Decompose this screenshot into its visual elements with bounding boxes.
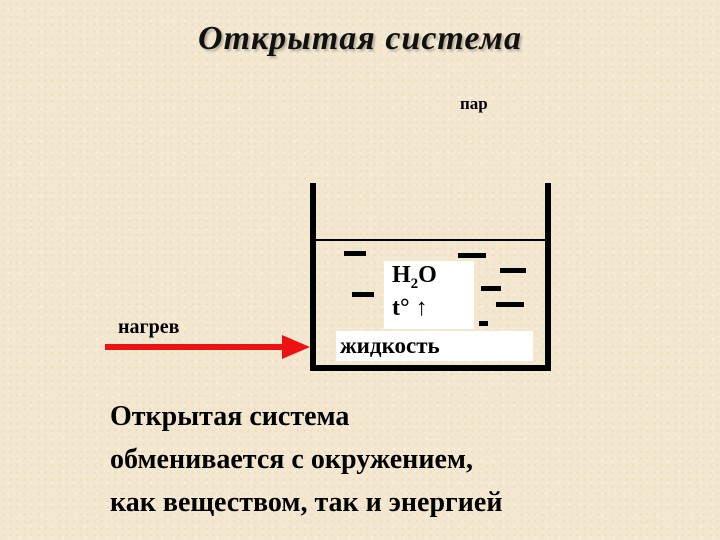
conclusion-text: Открытая система обменивается с окружени… xyxy=(110,395,502,524)
formula-o: O xyxy=(418,262,437,288)
temperature-rise-label: t° ↑ xyxy=(392,295,428,322)
heat-arrow-icon xyxy=(105,335,310,359)
molecule-dash xyxy=(500,268,526,273)
vessel-right-wall xyxy=(545,183,551,371)
temperature-symbol: t° xyxy=(392,295,410,321)
molecule-dash xyxy=(344,251,366,256)
vessel-left-wall xyxy=(310,183,316,371)
vessel-bottom xyxy=(310,365,551,371)
molecule-dash xyxy=(479,321,488,326)
molecule-dash xyxy=(352,292,374,297)
up-arrow-icon: ↑ xyxy=(415,295,428,321)
liquid-label-background xyxy=(336,331,533,361)
formula-h: H xyxy=(392,262,411,288)
molecule-dash xyxy=(496,302,524,307)
molecule-dash xyxy=(481,286,501,291)
label-background xyxy=(384,261,474,329)
conclusion-line: обменивается с окружением, xyxy=(110,444,473,475)
conclusion-line: Открытая система xyxy=(110,401,350,432)
liquid-label: жидкость xyxy=(340,333,440,358)
conclusion-line: как веществом, так и энергией xyxy=(110,487,503,518)
heating-label: нагрев xyxy=(118,316,180,338)
formula-subscript: 2 xyxy=(410,275,419,292)
vapor-label: пар xyxy=(460,94,488,113)
molecule-dash xyxy=(458,253,486,258)
heat-arrow-head xyxy=(282,335,310,359)
liquid-surface-line xyxy=(316,239,545,241)
water-formula: H2O xyxy=(392,262,437,293)
slide-title: Открытая система xyxy=(198,20,522,57)
